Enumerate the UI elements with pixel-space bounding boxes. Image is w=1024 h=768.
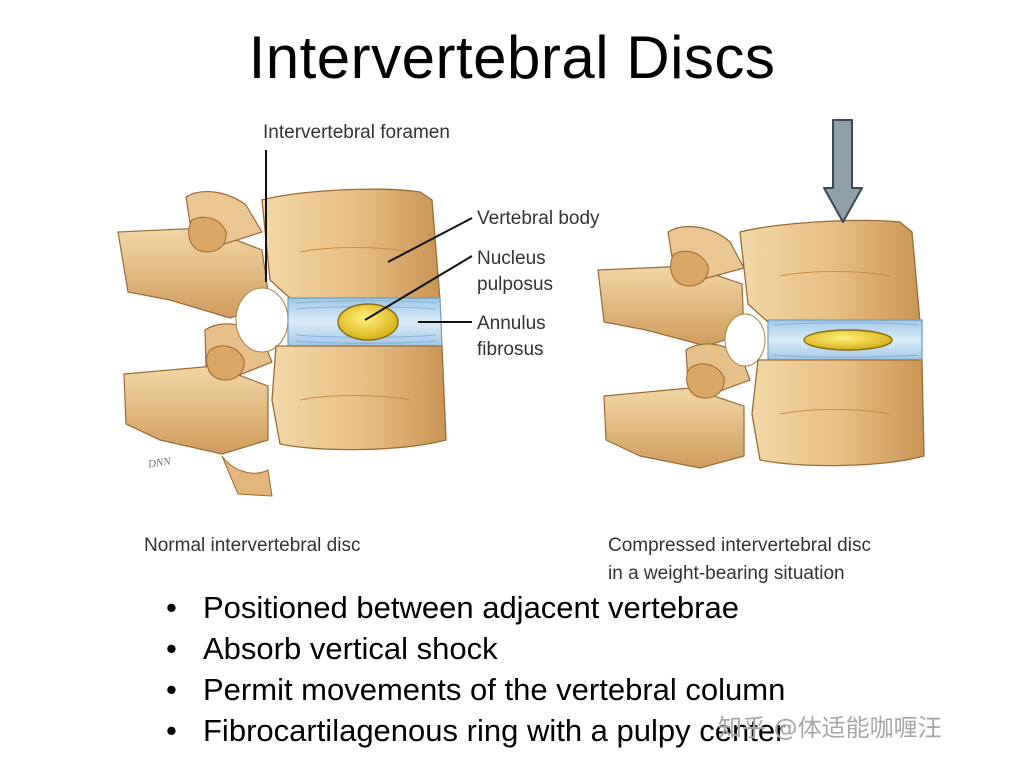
bullet-dot-icon: • [166,713,177,748]
nucleus-pulposus-normal [337,303,399,341]
bullet-dot-icon: • [166,590,177,625]
lower-vertebral-body-right [751,359,925,467]
lower-vertebral-body-left [271,345,447,451]
label-nucleus: Nucleus [477,248,546,269]
bullet-text: Fibrocartilagenous ring with a pulpy cen… [203,713,786,748]
bullet-item: • Absorb vertical shock [160,628,785,669]
caption-normal-disc: Normal intervertebral disc [144,535,360,556]
watermark: 知乎 @体适能咖喱汪 [718,714,942,742]
bullet-dot-icon: • [166,631,177,666]
label-vertebral-body: Vertebral body [477,208,600,229]
label-annulus: Annulus [477,313,546,334]
bullet-text: Positioned between adjacent vertebrae [203,590,739,625]
artist-signature: DNN [146,455,172,470]
label-pulposus: pulposus [477,274,553,295]
bullet-list: • Positioned between adjacent vertebrae •… [160,587,785,751]
upper-vertebral-body-left [261,188,441,301]
bullet-dot-icon: • [166,672,177,707]
compression-arrow-icon [823,119,863,223]
disc-illustration: DNN Intervertebral foramen Vertebral bod… [117,119,925,584]
bullet-text: Permit movements of the vertebral column [203,672,786,707]
bullet-item: • Permit movements of the vertebral colum… [160,669,785,710]
compressed-spine-segment [597,219,925,469]
bullet-item: • Fibrocartilagenous ring with a pulpy ce… [160,710,785,751]
slide-title: Intervertebral Discs [248,24,776,91]
caption-compressed-disc-line1: Compressed intervertebral disc [608,535,871,556]
leader-lines [265,150,473,323]
label-fibrosus: fibrosus [477,339,544,360]
bullet-item: • Positioned between adjacent vertebrae [160,587,785,628]
normal-spine-segment: DNN [117,188,447,497]
nucleus-pulposus-compressed [803,329,893,351]
caption-compressed-disc-line2: in a weight-bearing situation [608,563,845,584]
label-intervertebral-foramen: Intervertebral foramen [263,122,450,143]
bullet-text: Absorb vertical shock [203,631,498,666]
